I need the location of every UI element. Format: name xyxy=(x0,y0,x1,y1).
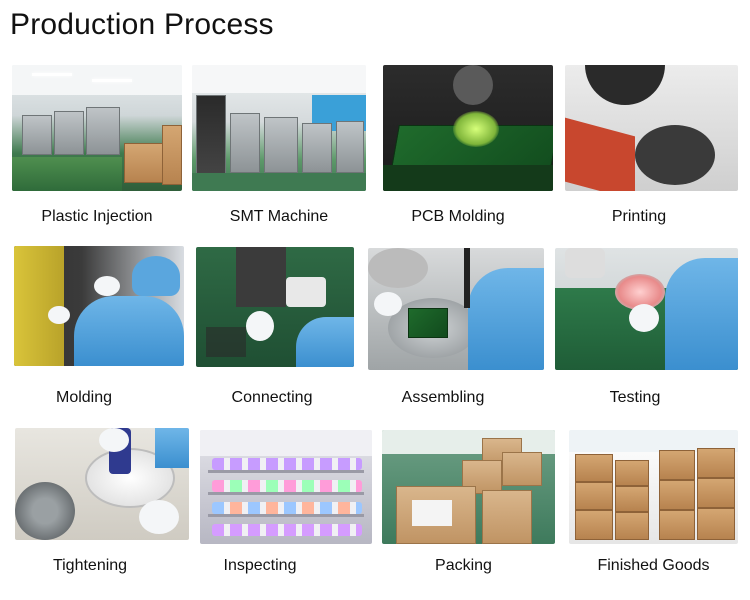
caption-molding: Molding xyxy=(55,389,113,406)
photo-smt-machine xyxy=(192,65,366,191)
caption-testing: Testing xyxy=(609,389,661,406)
photo-plastic-injection xyxy=(12,65,182,191)
photo-molding xyxy=(14,246,184,366)
photo-testing xyxy=(555,248,738,370)
page-title: Production Process xyxy=(10,8,274,41)
photo-connecting xyxy=(196,247,354,367)
caption-packing: Packing xyxy=(435,557,492,574)
caption-tightening: Tightening xyxy=(52,557,128,574)
caption-connecting: Connecting xyxy=(231,389,313,406)
caption-pcb-molding: PCB Molding xyxy=(411,208,505,225)
photo-assembling xyxy=(368,248,544,370)
photo-finished-goods xyxy=(569,430,738,544)
caption-inspecting: Inspecting xyxy=(223,557,297,574)
caption-printing: Printing xyxy=(611,208,667,225)
caption-smt-machine: SMT Machine xyxy=(229,208,329,225)
photo-pcb-molding xyxy=(383,65,553,191)
photo-packing xyxy=(382,430,555,544)
caption-plastic-injection: Plastic Injection xyxy=(41,208,153,225)
caption-assembling: Assembling xyxy=(401,389,485,406)
photo-tightening xyxy=(15,428,189,540)
photo-printing xyxy=(565,65,738,191)
photo-inspecting xyxy=(200,430,372,544)
caption-finished-goods: Finished Goods xyxy=(597,557,710,574)
